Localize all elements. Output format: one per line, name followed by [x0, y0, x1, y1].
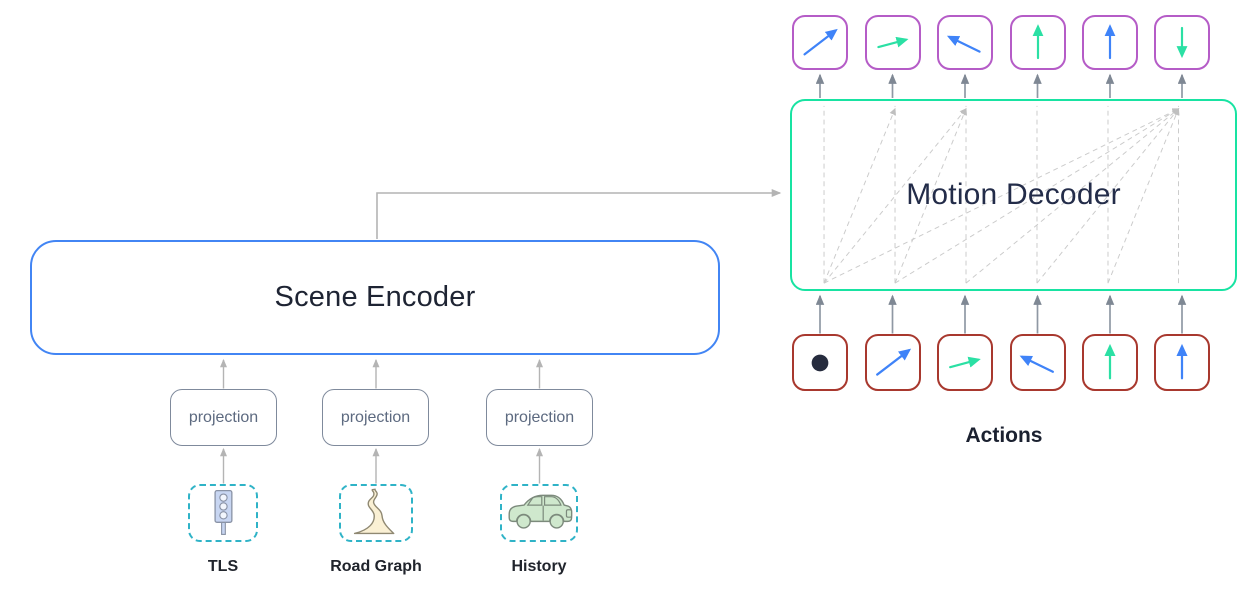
arrow-up-green-icon [1032, 24, 1043, 60]
input-action-token [937, 334, 993, 391]
input-label-history: History [511, 558, 567, 575]
arrow-up-left-blue-icon [1019, 355, 1054, 373]
projection-box-roadgraph: projection [322, 389, 429, 446]
motion-decoder-title: Motion Decoder [906, 178, 1121, 211]
input-action-token [1082, 334, 1138, 391]
projection-label: projection [340, 408, 411, 426]
arrow-down-green-icon [1176, 26, 1188, 59]
arrow-right-green-icon [876, 36, 908, 49]
input-label-tls: TLS [207, 558, 239, 575]
arrow-up-right-blue-icon [875, 348, 911, 376]
projection-label: projection [504, 408, 575, 426]
arrow-up-left-blue-icon [946, 35, 981, 53]
traffic-light-icon [214, 490, 233, 535]
attention-lines [823, 105, 1180, 284]
input-action-token [792, 334, 848, 391]
actions-caption: Actions [965, 424, 1043, 447]
input-action-token [864, 334, 921, 391]
input-action-token [1009, 334, 1066, 391]
projection-box-tls: projection [170, 389, 277, 446]
arrow-up-blue-icon [1176, 343, 1188, 380]
input-action-token [1154, 334, 1210, 391]
predicted-action-token [937, 15, 993, 70]
start-dot-icon [811, 354, 829, 372]
scene-encoder-title: Scene Encoder [274, 281, 476, 313]
wires [220, 73, 1187, 484]
input-box-roadgraph [339, 484, 413, 542]
arrow-up-right-blue-icon [803, 28, 838, 56]
projection-box-history: projection [486, 389, 593, 446]
input-box-history [500, 484, 578, 542]
projection-label: projection [188, 408, 259, 426]
predicted-action-token [864, 15, 921, 70]
arrow-up-green-icon [1104, 343, 1116, 380]
predicted-action-token [792, 15, 848, 70]
predicted-action-token [1009, 15, 1066, 70]
predicted-action-token [1154, 15, 1210, 70]
arrow-right-green-icon [949, 356, 981, 369]
winding-road-icon [353, 488, 395, 535]
input-label-roadgraph: Road Graph [330, 558, 422, 575]
input-box-tls [188, 484, 258, 542]
arrow-up-blue-icon [1104, 24, 1116, 60]
scene-encoder-block: Scene Encoder [30, 240, 720, 355]
car-icon [508, 494, 573, 529]
predicted-action-token [1082, 15, 1138, 70]
motion-decoder-block: Motion Decoder [790, 99, 1237, 291]
